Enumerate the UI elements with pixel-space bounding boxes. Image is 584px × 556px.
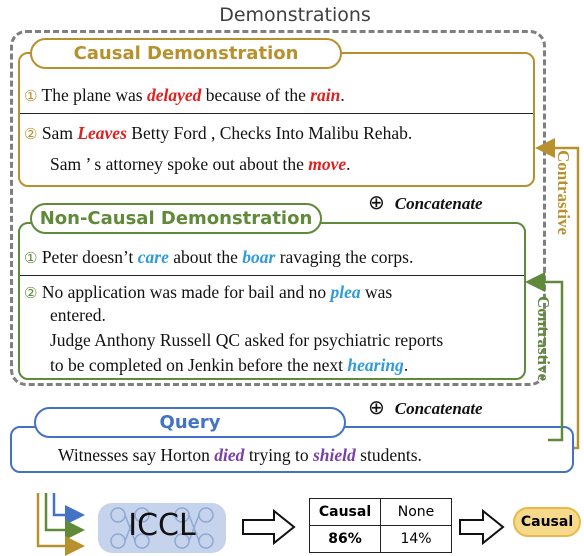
noncausal-word-care: care	[137, 247, 169, 267]
input-arrow-gold	[36, 493, 85, 556]
concatenate-plus-icon: ⊕	[368, 190, 385, 214]
input-arrow-blue	[52, 493, 85, 525]
query-label: Query	[34, 407, 346, 438]
causal-example-1: ① The plane was delayed because of the r…	[24, 85, 345, 105]
result-header-none: None	[380, 498, 452, 526]
causal-example-2-line-2: Sam ’ s attorney spoke out about the mov…	[50, 154, 351, 174]
contrastive-arrow-noncausal	[525, 272, 564, 442]
contrastive-label-causal: Contrastive	[554, 150, 573, 235]
result-value-row: 86% 14%	[309, 525, 452, 553]
causal-example-2-number: ②	[24, 125, 38, 143]
noncausal-example-1: ① Peter doesn’t care about the boar rava…	[24, 247, 414, 267]
query-word-shield: shield	[312, 445, 356, 465]
causal-example-2-line-1: ② Sam Leaves Betty Ford , Checks Into Ma…	[24, 123, 413, 143]
causal-demonstration-box	[18, 52, 535, 187]
result-header-causal: Causal	[309, 498, 381, 526]
noncausal-word-hearing: hearing	[347, 355, 404, 375]
contrastive-label-noncausal: Contrastive	[534, 296, 553, 381]
query-word-died: died	[214, 445, 245, 465]
noncausal-separator	[20, 275, 524, 276]
result-value-causal: 86%	[309, 525, 381, 553]
noncausal-example-2-line-3: Judge Anthony Russell QC asked for psych…	[50, 330, 444, 350]
causal-word-move: move	[308, 154, 347, 174]
iccl-model-box	[98, 503, 226, 553]
noncausal-example-2-number: ②	[24, 284, 38, 302]
noncausal-demonstration-box	[18, 222, 526, 380]
iccl-label: ICCL	[128, 508, 196, 543]
noncausal-example-2-line-4: to be completed on Jenkin before the nex…	[50, 355, 409, 375]
arrow-to-output	[459, 508, 505, 546]
concatenate-1: ⊕ Concatenate	[368, 190, 483, 214]
result-value-none: 14%	[380, 525, 452, 553]
arrow-to-result	[242, 508, 296, 546]
concatenate-2: ⊕ Concatenate	[368, 395, 483, 419]
input-arrow-green	[44, 493, 85, 540]
noncausal-example-2-line-2: entered.	[50, 305, 106, 325]
causal-word-leaves: Leaves	[77, 123, 127, 143]
concatenate-plus-icon-2: ⊕	[368, 395, 385, 419]
noncausal-demonstration-label: Non-Causal Demonstration	[30, 203, 322, 234]
noncausal-example-2-line-1: ② No application was made for bail and n…	[24, 282, 393, 302]
network-icon	[110, 507, 214, 549]
causal-word-rain: rain	[310, 85, 341, 105]
query-sentence: Witnesses say Horton died trying to shie…	[58, 445, 422, 465]
causal-demonstration-label: Causal Demonstration	[30, 38, 342, 69]
noncausal-example-1-number: ①	[24, 249, 38, 267]
causal-word-delayed: delayed	[146, 85, 202, 105]
noncausal-word-boar: boar	[242, 247, 276, 267]
causal-separator	[20, 113, 533, 114]
contrastive-arrow-causal	[535, 138, 580, 450]
result-table: Causal None 86% 14%	[309, 498, 452, 553]
concatenate-label: Concatenate	[394, 194, 483, 213]
result-header-row: Causal None	[309, 498, 452, 526]
demonstrations-container	[10, 30, 546, 386]
concatenate-label-2: Concatenate	[394, 399, 483, 418]
demonstrations-title: Demonstrations	[219, 4, 371, 26]
causal-example-1-number: ①	[24, 87, 38, 105]
noncausal-word-plea: plea	[330, 282, 361, 302]
output-label: Causal	[513, 507, 581, 537]
